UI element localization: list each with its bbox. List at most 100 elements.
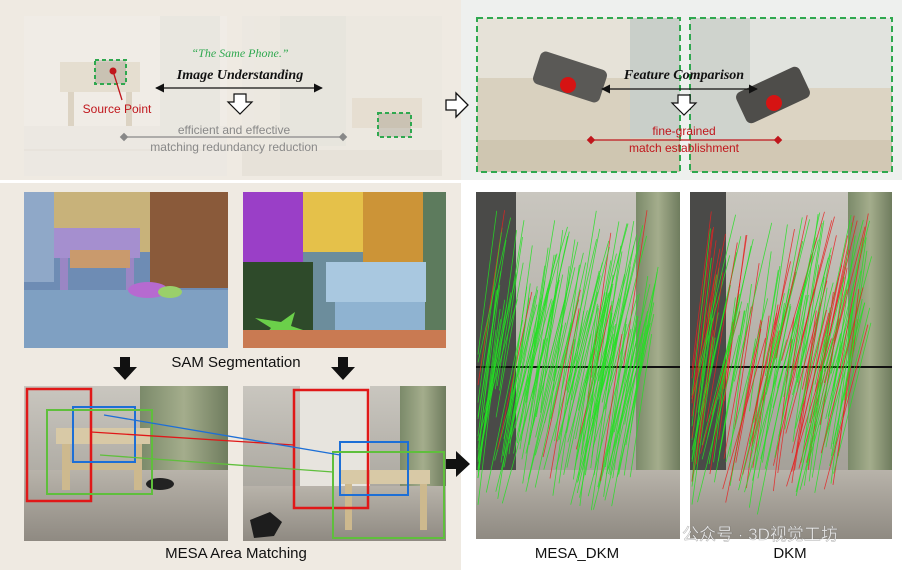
dkm-match-line	[785, 280, 828, 434]
dkm-match-line	[701, 301, 743, 460]
mesa-match-line	[477, 217, 511, 363]
mesa-match-line	[617, 283, 656, 435]
dkm-match-line	[775, 217, 803, 360]
dkm-match-line	[757, 303, 791, 479]
mesa-match-line	[477, 271, 502, 417]
area-link-blue	[103, 414, 341, 456]
mesa-match-line	[577, 308, 599, 482]
dkm-match-line	[691, 336, 714, 487]
dkm-match-line	[697, 335, 740, 503]
mesa-match-line	[509, 297, 542, 438]
mesa-match-line	[610, 235, 647, 382]
dkm-match-line	[707, 294, 740, 438]
mesa-match-line	[477, 319, 501, 469]
dkm-match-line	[749, 337, 775, 508]
mesa-match-line	[606, 322, 651, 475]
mesa-match-line	[605, 245, 635, 391]
mesa-match-line	[497, 318, 527, 499]
efficient-label: efficient and effective	[178, 123, 291, 137]
dkm-match-line	[799, 265, 843, 434]
down-hollow-arrow-2	[670, 94, 698, 116]
area-box-blue-right	[339, 441, 409, 496]
mesa-match-line	[540, 241, 579, 413]
mesa-match-line	[526, 226, 568, 368]
mesa-match-line	[495, 262, 524, 418]
sam-segmentation-label: SAM Segmentation	[171, 354, 300, 371]
dkm-match-line	[744, 339, 787, 493]
area-box-red-left	[25, 387, 93, 503]
dkm-match-line	[798, 276, 825, 422]
sam-image-right	[243, 192, 446, 348]
mesa-match-line	[624, 276, 649, 425]
mesa-image-left	[24, 386, 228, 541]
mesa-match-line	[550, 262, 587, 419]
dkm-match-line	[830, 304, 854, 484]
zoom-patch-left	[476, 17, 681, 173]
dkm-match-line	[839, 213, 869, 370]
dkm-match-line	[825, 296, 856, 448]
dkm-match-line	[819, 267, 848, 425]
mesa-match-line	[608, 311, 648, 469]
dkm-match-line	[791, 309, 827, 454]
mesa-match-line	[605, 221, 635, 386]
dkm-match-line	[778, 294, 809, 437]
down-solid-arrow-right	[331, 357, 355, 380]
mesa-match-line	[613, 284, 651, 433]
dkm-match-line	[823, 303, 865, 446]
dkm-match-line	[823, 219, 864, 372]
dkm-match-line	[832, 319, 859, 485]
mesa-match-line	[563, 333, 592, 475]
source-point-label: Source Point	[83, 102, 152, 116]
dkm-match-line	[823, 324, 869, 490]
mesa-match-line	[496, 220, 525, 387]
mesa-match-line	[508, 286, 538, 440]
mesa-match-line	[508, 245, 533, 416]
dkm-match-line	[703, 236, 742, 400]
mesa-dkm-match-lines	[477, 210, 659, 511]
mesa-match-line	[590, 331, 618, 511]
dkm-match-line	[797, 222, 823, 383]
dkm-match-line	[820, 220, 858, 372]
mesa-match-line	[576, 325, 615, 494]
dkm-match-line	[794, 312, 820, 471]
mesa-match-line	[528, 325, 563, 480]
dkm-match-line	[760, 279, 806, 459]
dkm-match-line	[739, 312, 777, 481]
mesa-match-line	[535, 267, 576, 438]
down-solid-arrow-left	[113, 357, 137, 380]
dkm-match-line	[765, 224, 788, 376]
feature-dot-left	[560, 77, 576, 93]
dkm-match-line	[784, 257, 829, 430]
dkm-match-line	[833, 235, 856, 391]
dkm-match-line	[691, 317, 713, 460]
zoom-patch-right	[689, 17, 893, 173]
dkm-match-line	[701, 301, 740, 446]
redundancy-label: matching redundancy reduction	[150, 140, 317, 154]
dkm-match-line	[830, 220, 870, 374]
dkm-match-line	[748, 288, 790, 468]
mesa-match-line	[566, 275, 601, 433]
dkm-match-line	[809, 314, 850, 459]
mesa-image-right	[243, 386, 446, 541]
mesa-match-line	[609, 320, 641, 476]
dkm-match-line	[767, 241, 804, 386]
mesa-match-line	[629, 334, 652, 478]
dkm-match-line	[830, 298, 863, 457]
mesa-match-line	[567, 292, 609, 443]
dkm-match-line	[713, 297, 736, 463]
dkm-match-line	[691, 226, 714, 404]
mesa-match-line	[525, 322, 567, 492]
dkm-label: DKM	[773, 545, 806, 562]
mesa-match-line	[525, 247, 549, 403]
dkm-match-line	[734, 222, 773, 382]
mesa-match-line	[587, 232, 612, 398]
area-box-green-right	[332, 451, 445, 539]
mesa-match-line	[592, 294, 638, 448]
fine-grained-label: fine-grained	[652, 124, 715, 138]
redundancy-line-end-right	[338, 132, 348, 142]
dkm-match-line	[764, 324, 799, 469]
mesa-match-line	[566, 262, 603, 405]
dkm-match-line	[717, 303, 749, 462]
mesa-match-line	[520, 279, 560, 441]
mesa-match-line	[499, 237, 523, 391]
